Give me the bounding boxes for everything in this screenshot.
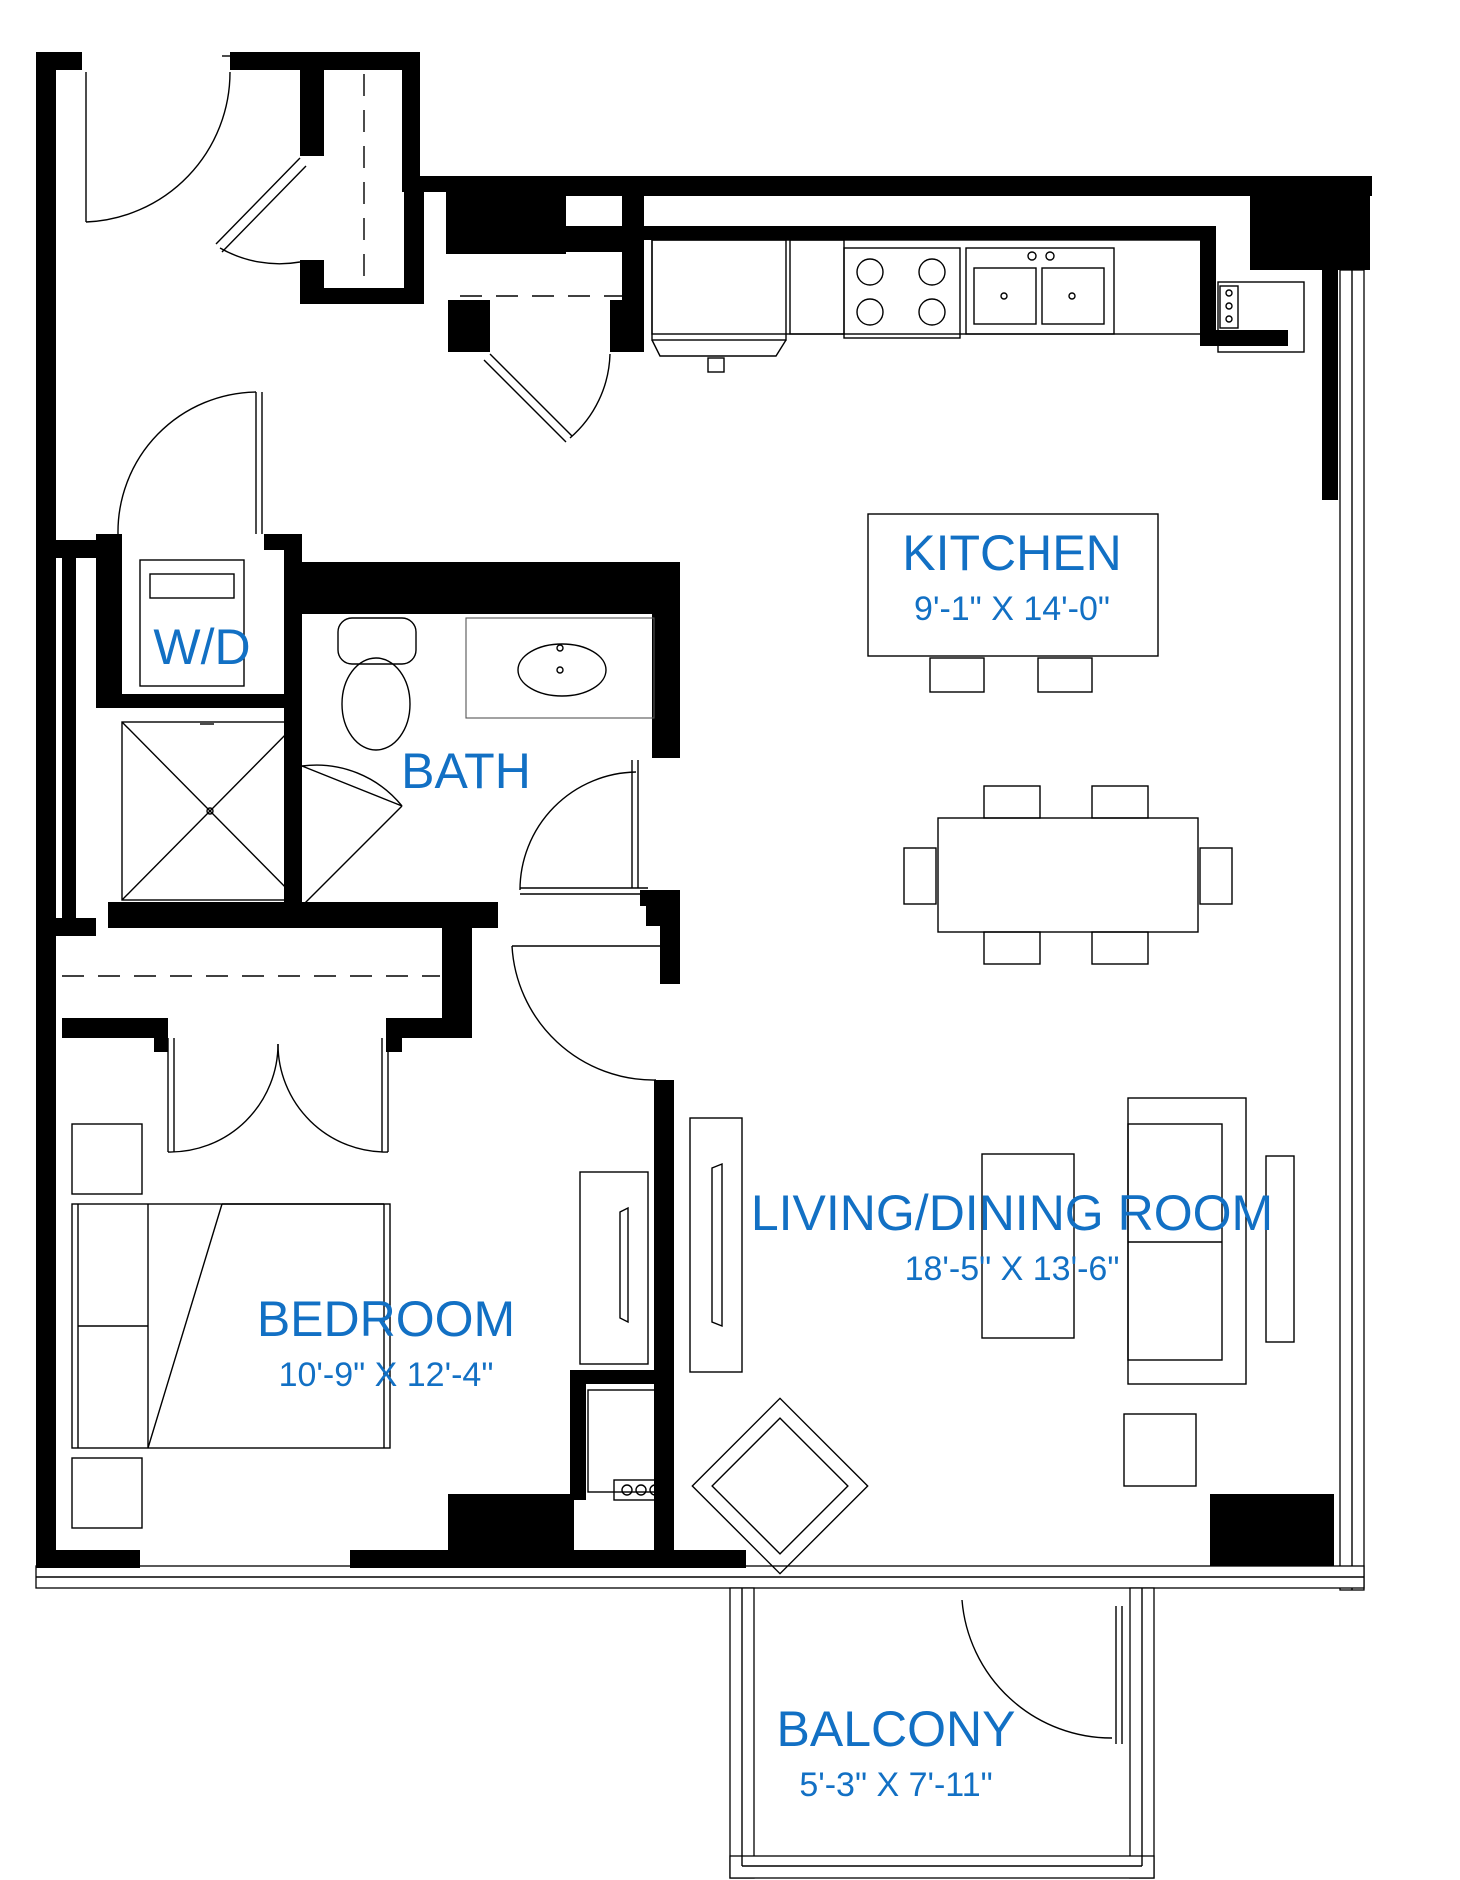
bedroom-furniture — [71, 1123, 673, 1529]
washer-dryer — [139, 559, 245, 687]
wd-label: W/D — [153, 619, 250, 675]
living-size: 18'-5" X 13'-6" — [905, 1250, 1120, 1288]
bedroom-label: BEDROOM — [257, 1291, 515, 1347]
bath-fixtures — [121, 617, 655, 901]
bath-label: BATH — [401, 743, 531, 799]
balcony-label: BALCONY — [777, 1701, 1016, 1757]
balcony-size: 5'-3" X 7'-11" — [799, 1766, 992, 1804]
kitchen-label: KITCHEN — [902, 525, 1121, 581]
bedroom-size: 10'-9" X 12'-4" — [279, 1356, 494, 1394]
walls — [35, 52, 1372, 1591]
doors — [85, 55, 1123, 1744]
room-labels: KITCHEN 9'-1" X 14'-0" W/D BATH LIVING/D… — [153, 525, 1273, 1804]
kitchen-fixtures — [651, 239, 1305, 693]
dining-table — [903, 785, 1233, 965]
kitchen-size: 9'-1" X 14'-0" — [914, 590, 1110, 628]
balcony — [729, 1587, 1155, 1879]
living-furniture — [689, 1097, 1295, 1575]
living-label: LIVING/DINING ROOM — [751, 1185, 1273, 1241]
